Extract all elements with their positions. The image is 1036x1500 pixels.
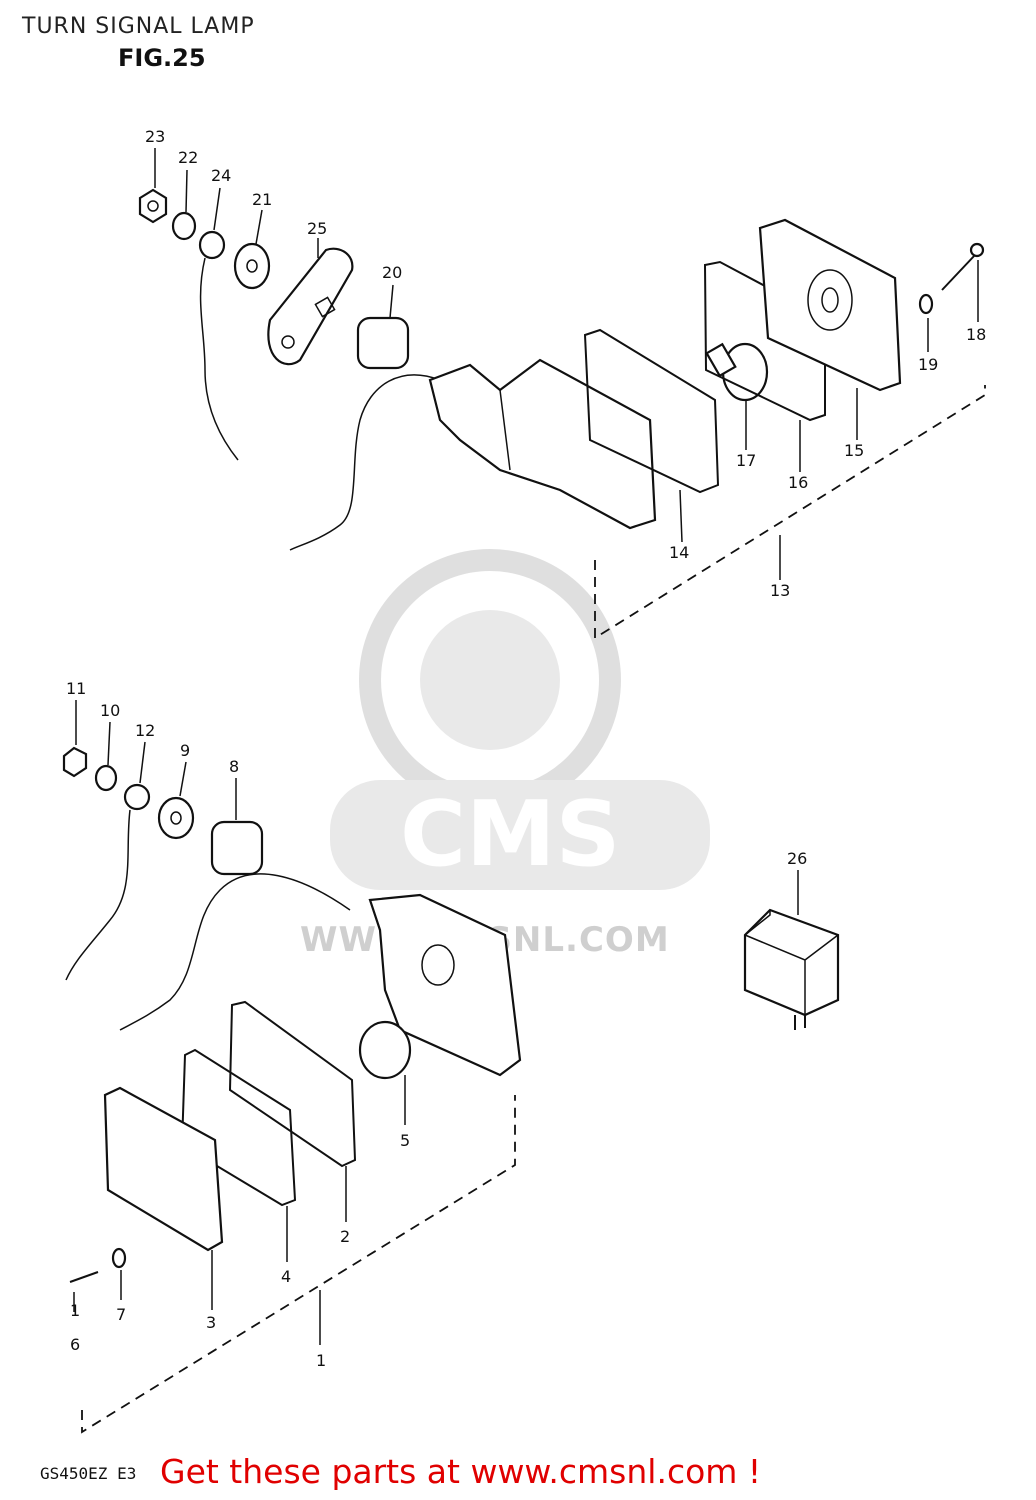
callout-8: 8 — [229, 757, 239, 776]
earth-wire — [199, 257, 239, 461]
gasket-16 — [703, 260, 826, 422]
callout-23: 23 — [145, 127, 165, 146]
watermark-brand: CMS — [400, 782, 620, 887]
callout-1: 1 — [70, 1301, 80, 1320]
washer-19 — [918, 293, 934, 315]
grommet-8 — [210, 820, 264, 876]
gasket-14 — [583, 328, 720, 494]
signal-wire-front — [289, 374, 441, 551]
washer-21 — [233, 242, 271, 290]
callout-5: 5 — [400, 1131, 410, 1150]
callout-labels: 23 22 24 21 25 20 18 19 17 16 15 14 13 1… — [66, 127, 986, 1370]
lens-3 — [103, 1086, 224, 1252]
callout-3: 3 — [206, 1313, 216, 1332]
earth-terminal-12 — [123, 783, 151, 811]
front-turn-signal-assembly — [138, 148, 986, 640]
callout-12: 12 — [135, 721, 155, 740]
callout-7: 7 — [116, 1305, 126, 1324]
housing-rear — [368, 893, 522, 1077]
grommet-20 — [356, 316, 410, 370]
callout-4: 4 — [281, 1267, 291, 1286]
callout-15: 15 — [844, 441, 864, 460]
callout-1-bracket: 1 — [316, 1351, 326, 1370]
callout-14: 14 — [669, 543, 689, 562]
assembly-bracket-13 — [594, 385, 986, 640]
callout-6: 6 — [70, 1335, 80, 1354]
washer-7 — [111, 1247, 127, 1269]
model-code: GS450EZ E3 — [40, 1464, 137, 1483]
callout-26: 26 — [787, 849, 807, 868]
callout-20: 20 — [382, 263, 402, 282]
callout-13: 13 — [770, 581, 790, 600]
callout-2: 2 — [340, 1227, 350, 1246]
nut-23 — [138, 188, 168, 224]
relay-26 — [743, 870, 840, 1030]
parts-link[interactable]: Get these parts at www.cmsnl.com ! — [160, 1452, 762, 1491]
lock-washer-22 — [171, 211, 197, 241]
bulb-17 — [721, 342, 769, 402]
callout-10: 10 — [100, 701, 120, 720]
callout-25: 25 — [307, 219, 327, 238]
earth-terminal-24 — [198, 230, 226, 260]
callout-19: 19 — [918, 355, 938, 374]
screw-1 — [69, 1271, 99, 1283]
callout-21: 21 — [252, 190, 272, 209]
gasket-2 — [228, 1000, 357, 1168]
callout-9: 9 — [180, 741, 190, 760]
callout-22: 22 — [178, 148, 198, 167]
watermark-logo: CMS — [330, 549, 710, 890]
assembly-bracket-rear — [81, 1095, 516, 1434]
washer-9 — [157, 796, 195, 840]
nut-11 — [62, 746, 88, 778]
figure-label: FIG.25 — [118, 44, 206, 72]
bulb-5 — [358, 1020, 412, 1080]
page-title: TURN SIGNAL LAMP — [22, 14, 255, 39]
callout-18: 18 — [966, 325, 986, 344]
screw-18 — [941, 254, 976, 291]
earth-wire-rear — [65, 809, 131, 981]
housing-14 — [428, 358, 657, 530]
callout-24: 24 — [211, 166, 231, 185]
callout-16: 16 — [788, 473, 808, 492]
bracket-plate-25 — [267, 247, 354, 366]
lock-washer-10 — [94, 764, 118, 792]
rear-turn-signal-assembly — [62, 700, 840, 1434]
signal-wire-rear — [119, 873, 351, 1031]
callout-11: 11 — [66, 679, 86, 698]
lens-15 — [758, 218, 902, 392]
callout-17: 17 — [736, 451, 756, 470]
